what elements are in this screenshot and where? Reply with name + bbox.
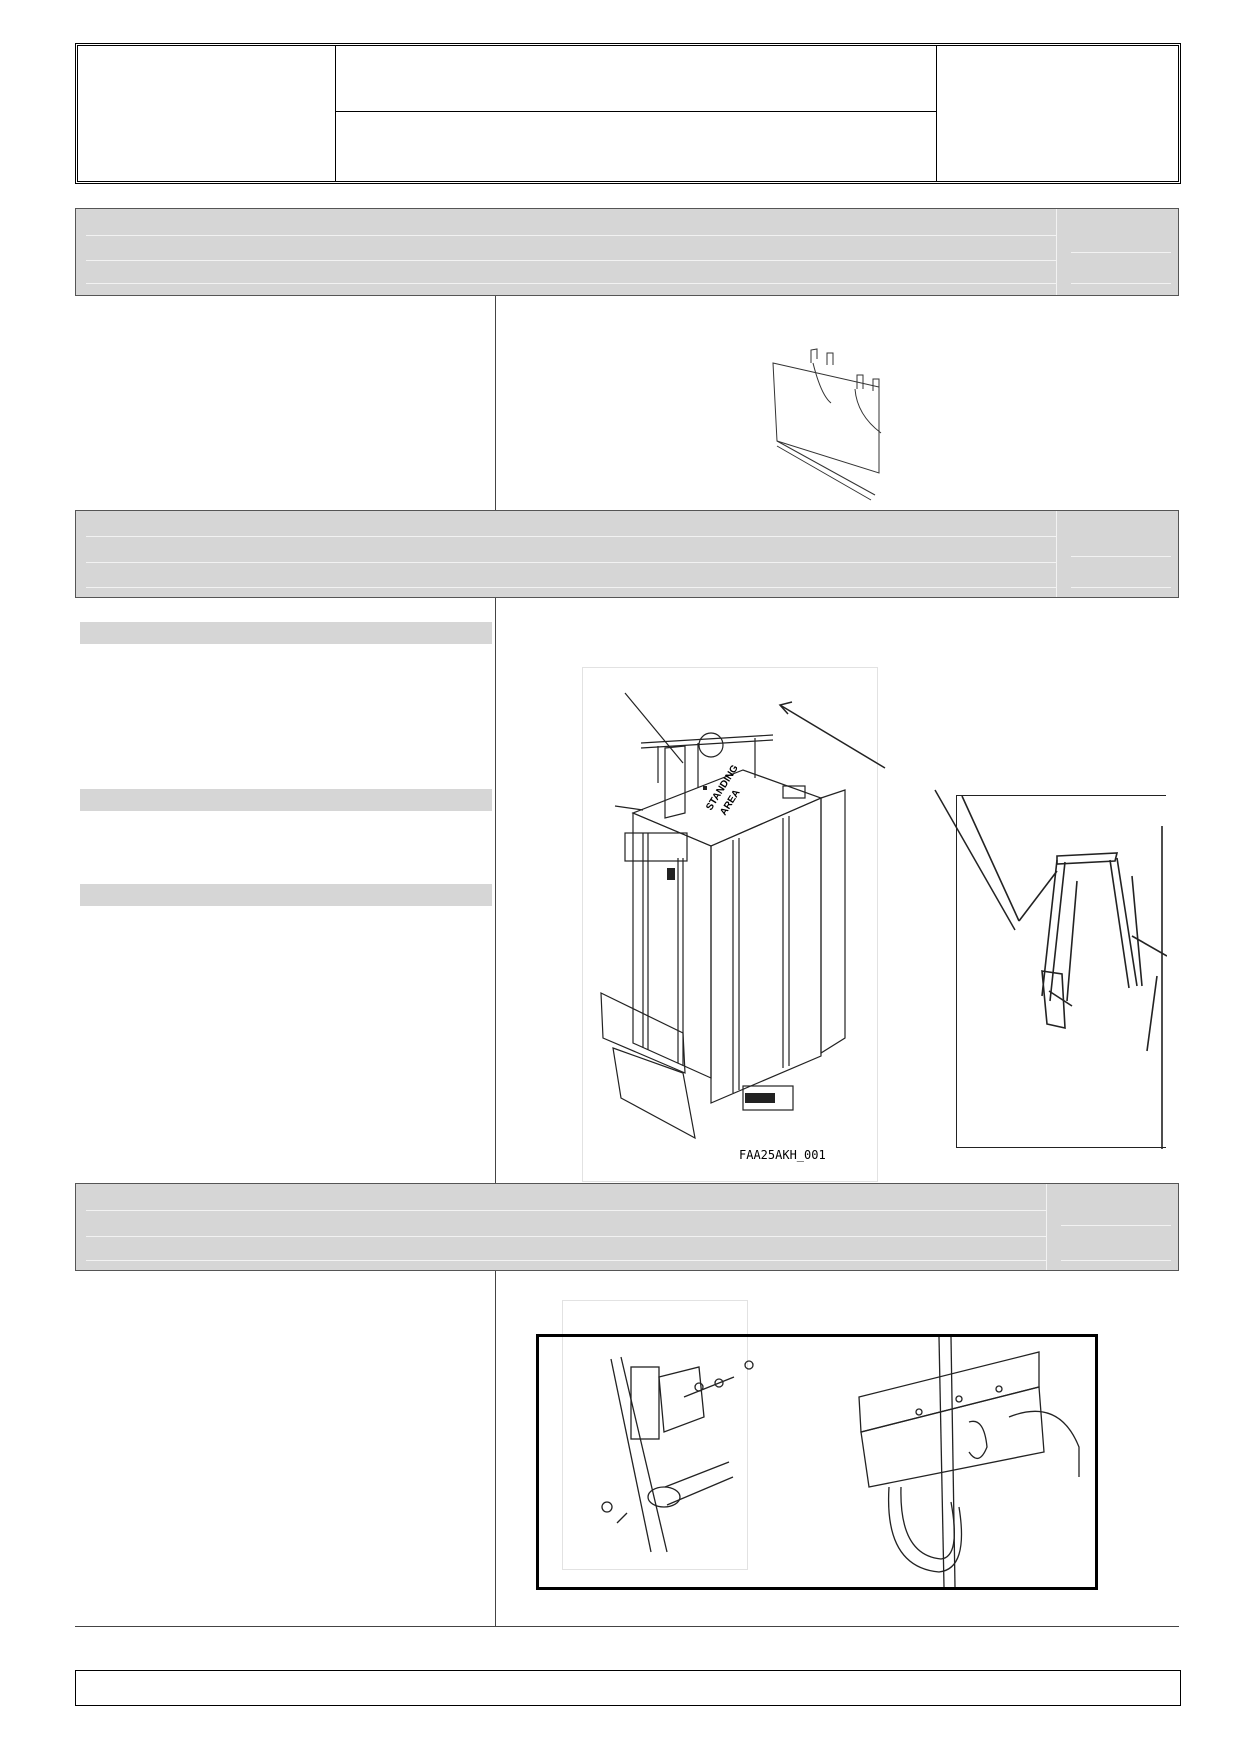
section-header-3 (75, 1183, 1179, 1271)
logo-cell-text (78, 38, 94, 71)
subheading-bar-2 (80, 789, 492, 811)
bracket-detail-drawings (601, 1336, 1080, 1588)
bracket-detail-frame (536, 1334, 1098, 1590)
footer-box (75, 1670, 1181, 1706)
guardrail-detail-drawing (961, 795, 1168, 1149)
column-divider-3 (495, 1271, 496, 1627)
panel-drawing (772, 348, 882, 501)
title-block (75, 43, 1181, 184)
right-cell-text (937, 38, 953, 71)
detail-pointer-lines (778, 701, 1016, 931)
section-header-1 (75, 208, 1179, 296)
subheading-bar-1 (80, 622, 492, 644)
title-top-text (336, 38, 352, 71)
section-header-2 (75, 510, 1179, 598)
column-divider-2 (495, 598, 496, 1184)
elevator-car-figure: STANDING AREA FAA25AKH_001 (582, 667, 878, 1182)
subheading-bar-3 (80, 884, 492, 906)
title-block-title-top (336, 46, 937, 112)
footer-text (76, 1663, 92, 1696)
guardrail-detail-box (956, 795, 1168, 1149)
title-bottom-text (336, 104, 352, 137)
figure-code-label: FAA25AKH_001 (739, 1148, 826, 1162)
sketch-frame-background (562, 1300, 748, 1570)
elevator-car-drawing: STANDING AREA (600, 692, 846, 1140)
column-divider-1 (495, 296, 496, 512)
title-block-logo-cell (78, 46, 336, 181)
bottom-rule (75, 1626, 1179, 1627)
title-block-title-bottom (336, 112, 937, 181)
title-block-right-cell (937, 46, 1178, 181)
